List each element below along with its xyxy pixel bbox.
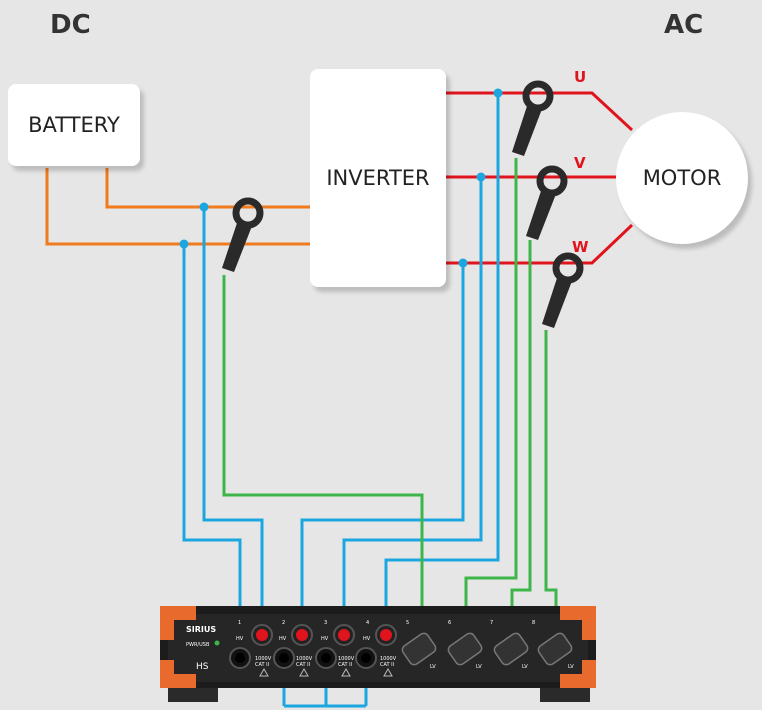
lv-label-5: LV xyxy=(430,664,436,670)
dc-wire-positive xyxy=(105,168,312,209)
lv-label-7: LV xyxy=(522,664,528,670)
inverter-label: INVERTER xyxy=(326,166,430,190)
hv-common-connectors xyxy=(229,647,377,669)
hv-label-2: HV xyxy=(279,636,287,642)
channel-8-label: 8 xyxy=(532,620,535,626)
channel-4-label: 4 xyxy=(366,620,369,626)
current-clamp-dc xyxy=(222,197,264,272)
rating-3-line1: 1000V xyxy=(338,656,355,662)
current-clamp-u xyxy=(512,80,554,156)
current-wire-dc xyxy=(222,275,424,640)
device-brand: SIRIUS xyxy=(186,625,216,634)
channel-3-label: 3 xyxy=(324,620,327,626)
battery-box: BATTERY xyxy=(8,84,140,166)
battery-label: BATTERY xyxy=(28,113,120,137)
sirius-device: SIRIUS PWR/USB HS 1 2 3 4 5 6 7 8 HV HV … xyxy=(160,606,596,702)
channel-2-label: 2 xyxy=(282,620,285,626)
phase-v-label: V xyxy=(574,154,586,172)
channel-5-label: 5 xyxy=(406,620,409,626)
lv-label-8: LV xyxy=(568,664,574,670)
voltage-wire-1 xyxy=(182,244,242,628)
rating-4-line1: 1000V xyxy=(380,656,397,662)
voltage-wire-2 xyxy=(202,207,264,628)
hv-label-4: HV xyxy=(363,636,371,642)
channel-7-label: 7 xyxy=(490,620,493,626)
motor-label: MOTOR xyxy=(642,166,722,190)
dc-wire-negative xyxy=(45,168,312,246)
phase-w-label: W xyxy=(572,238,589,256)
ac-wire-w xyxy=(446,223,634,265)
channel-6-label: 6 xyxy=(448,620,451,626)
hv-connectors xyxy=(251,624,397,646)
current-clamp-w xyxy=(542,252,584,328)
voltage-wire-5 xyxy=(384,93,500,628)
lv-connectors xyxy=(401,632,573,666)
motor-circle: MOTOR xyxy=(616,112,748,244)
voltage-wire-3 xyxy=(300,263,465,628)
rating-2-line2: CAT II xyxy=(296,662,310,668)
device-pwr-label: PWR/USB xyxy=(186,642,210,648)
hv-label-3: HV xyxy=(321,636,329,642)
voltage-wire-4 xyxy=(342,177,483,628)
phase-u-label: U xyxy=(574,68,587,86)
rating-2-line1: 1000V xyxy=(296,656,313,662)
ac-label: AC xyxy=(664,10,704,40)
current-clamp-v xyxy=(526,165,568,240)
lv-label-6: LV xyxy=(476,664,482,670)
rating-1-line1: 1000V xyxy=(255,656,272,662)
device-model: HS xyxy=(196,662,209,672)
inverter-box: INVERTER xyxy=(310,69,446,287)
rating-3-line2: CAT II xyxy=(338,662,352,668)
rating-4-line2: CAT II xyxy=(380,662,394,668)
current-wire-u xyxy=(464,158,518,640)
dc-label: DC xyxy=(50,10,91,40)
rating-1-line2: CAT II xyxy=(255,662,269,668)
current-wire-w xyxy=(544,330,558,640)
hv-label-1: HV xyxy=(236,636,244,642)
channel-1-label: 1 xyxy=(238,620,241,626)
